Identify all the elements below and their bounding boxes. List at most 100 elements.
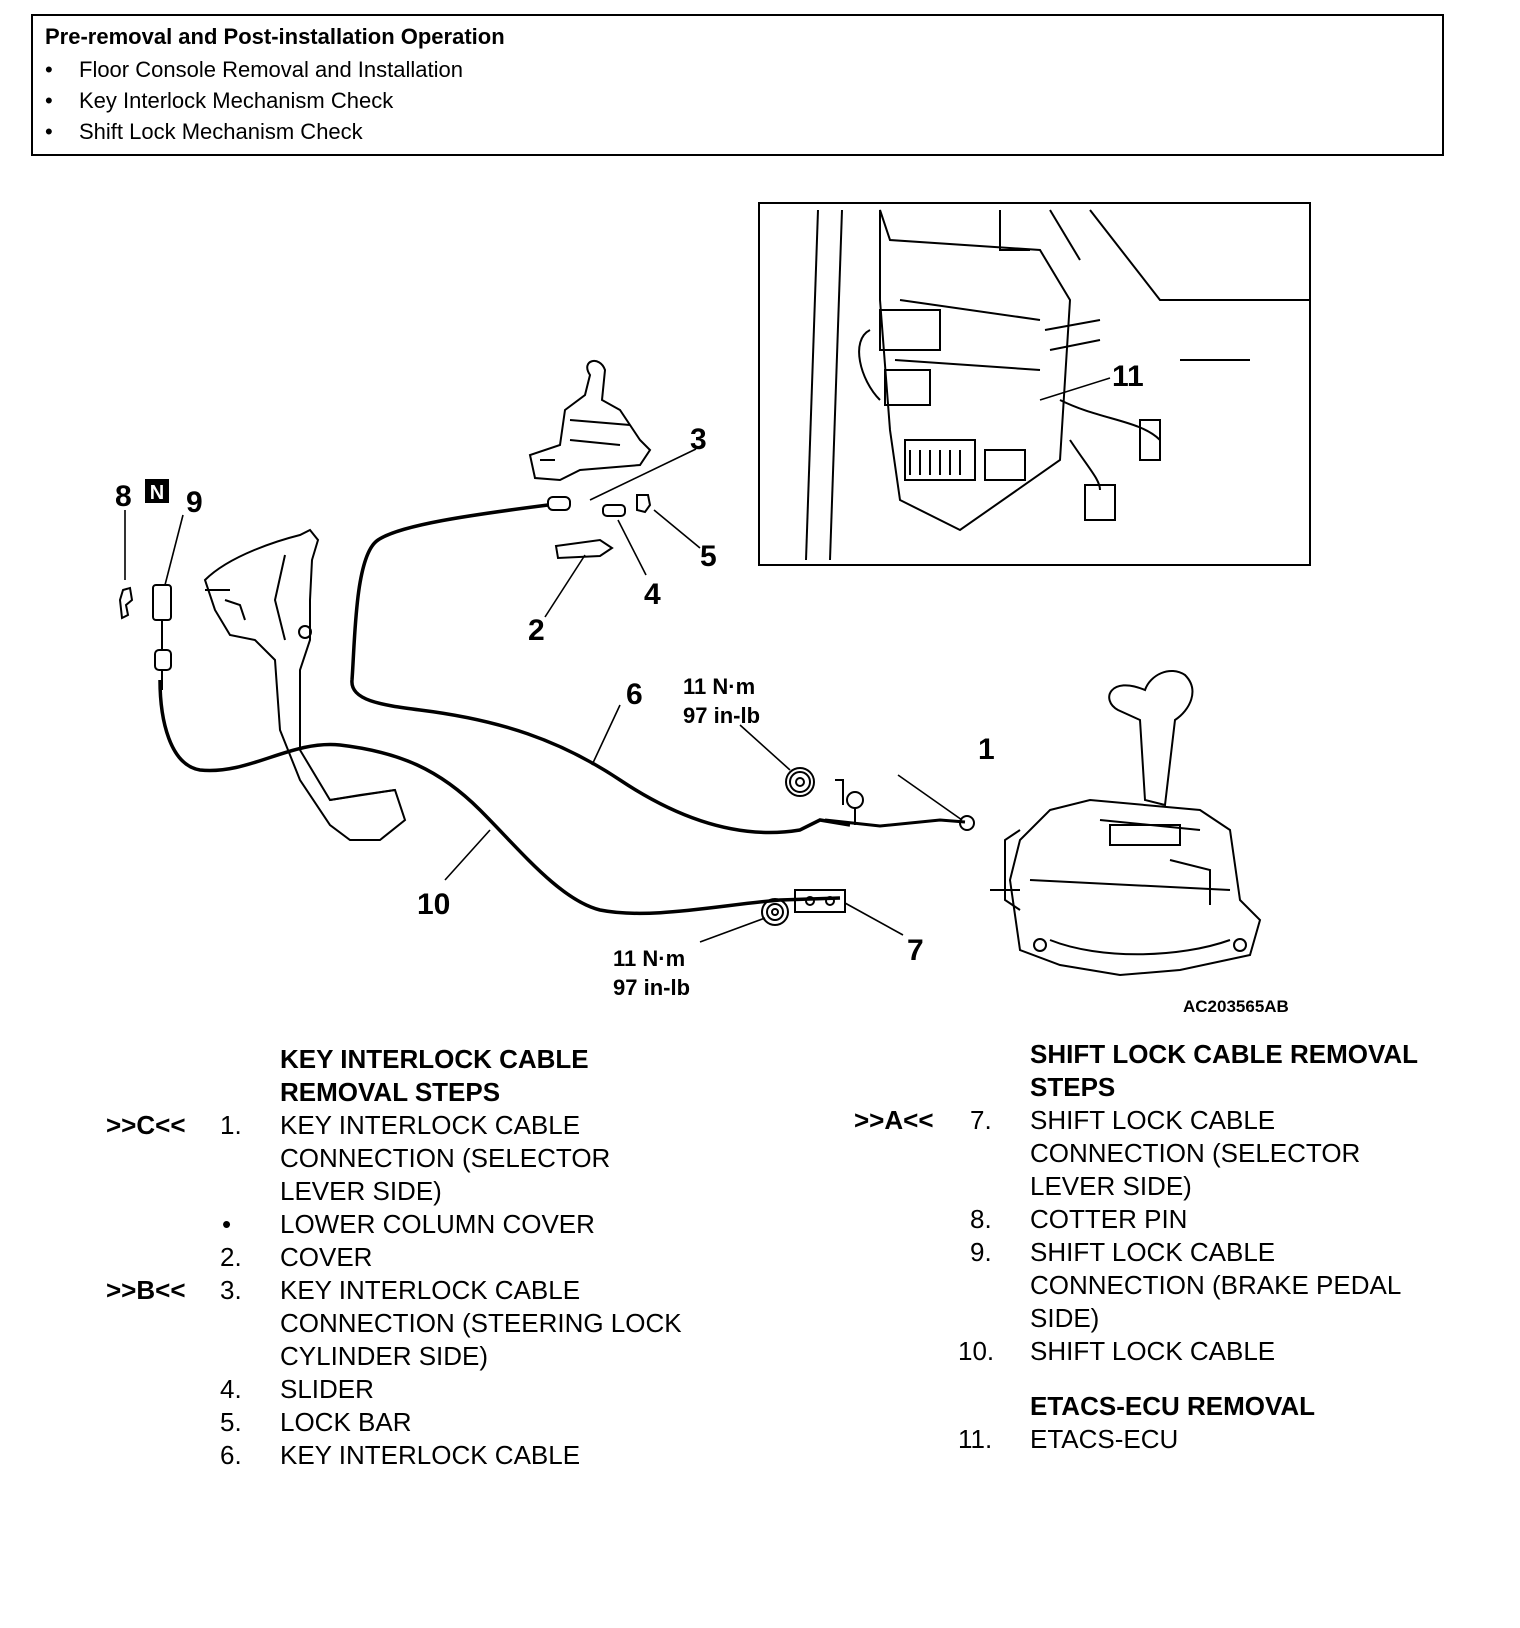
cover-part	[554, 538, 614, 560]
step-text: SHIFT LOCK CABLE	[1030, 1336, 1276, 1366]
n-badge-label: N	[150, 482, 164, 504]
step-number: 9.	[970, 1237, 992, 1267]
bullet-icon: •	[222, 1209, 232, 1239]
torque-upper-metric: 11 N·m	[683, 674, 755, 699]
step-row: 5.LOCK BAR	[100, 1406, 720, 1439]
selector-cable-connection	[789, 771, 975, 831]
brake-pedal-assembly	[203, 528, 407, 841]
step-number: 1.	[220, 1110, 242, 1140]
step-row: CONNECTION (SELECTOR	[100, 1142, 720, 1175]
step-row: 4. SLIDER	[100, 1373, 720, 1406]
step-text: COTTER PIN	[1030, 1204, 1188, 1234]
step-row: • LOWER COLUMN COVER	[100, 1208, 720, 1241]
operation-box-title: Pre-removal and Post-installation Operat…	[45, 24, 505, 49]
nut-upper	[785, 767, 815, 797]
callout-5: 5	[700, 540, 717, 573]
step-number: 3.	[220, 1275, 242, 1305]
step-row: CONNECTION (STEERING LOCK	[100, 1307, 720, 1340]
callout-2: 2	[528, 614, 545, 647]
key-interlock-steps: KEY INTERLOCK CABLE REMOVAL STEPS >>C<< 1…	[100, 1043, 720, 1472]
callout-6: 6	[626, 678, 643, 711]
cable-end-fitting	[547, 496, 571, 511]
steering-lock-cylinder	[528, 360, 652, 482]
etacs-inset-frame	[758, 202, 1311, 566]
bullet-icon: •	[45, 88, 53, 113]
step-row: SIDE)	[850, 1302, 1490, 1335]
step-row: 11. ETACS-ECU	[850, 1423, 1490, 1456]
operation-box: Pre-removal and Post-installation Operat…	[31, 14, 1444, 156]
key-interlock-heading: REMOVAL STEPS	[280, 1077, 501, 1107]
step-row: LEVER SIDE)	[100, 1175, 720, 1208]
step-row: CYLINDER SIDE)	[100, 1340, 720, 1373]
step-text: SLIDER	[280, 1374, 374, 1404]
callout-9: 9	[186, 486, 203, 519]
key-interlock-heading: KEY INTERLOCK CABLE	[280, 1044, 589, 1074]
step-number: 4.	[220, 1374, 242, 1404]
part-code: AC203565AB	[1183, 997, 1289, 1016]
step-number: 6.	[220, 1440, 242, 1470]
reference-mark: >>C<<	[106, 1110, 186, 1140]
step-number: 10.	[958, 1336, 995, 1366]
step-row: >>C<< 1. KEY INTERLOCK CABLE	[100, 1109, 720, 1142]
reference-mark: >>A<<	[854, 1105, 934, 1135]
step-number: 8.	[970, 1204, 992, 1234]
shift-lock-cable	[158, 679, 841, 916]
step-row: >>B<< 3. KEY INTERLOCK CABLE	[100, 1274, 720, 1307]
torque-lower-imperial: 97 in-lb	[613, 975, 690, 1000]
step-text: SHIFT LOCK CABLE	[1030, 1237, 1276, 1267]
lock-bar-part	[636, 494, 652, 514]
operation-list: •Floor Console Removal and Installation …	[45, 54, 463, 147]
cotter-pin	[118, 586, 134, 620]
callout-10: 10	[417, 888, 450, 921]
torque-upper-imperial: 97 in-lb	[683, 703, 760, 728]
etacs-heading: ETACS-ECU REMOVAL	[1030, 1391, 1316, 1421]
step-number: 11.	[958, 1424, 993, 1454]
slider-part	[602, 504, 626, 517]
step-text: LOWER COLUMN COVER	[280, 1209, 595, 1239]
operation-item: •Key Interlock Mechanism Check	[45, 85, 463, 116]
step-text: CONNECTION (STEERING LOCK	[280, 1308, 682, 1338]
shift-lock-selector-end	[766, 889, 846, 921]
operation-item: •Floor Console Removal and Installation	[45, 54, 463, 85]
etacs-ecu-illustration	[805, 209, 1310, 561]
shift-lock-heading: SHIFT LOCK CABLE REMOVAL	[1030, 1039, 1419, 1069]
brake-side-connector	[152, 584, 172, 690]
step-row: 2. COVER	[100, 1241, 720, 1274]
bullet-icon: •	[45, 57, 53, 82]
step-text: ETACS-ECU	[1030, 1424, 1179, 1454]
callout-11: 11	[1112, 360, 1144, 393]
step-row: 6. KEY INTERLOCK CABLE	[100, 1439, 720, 1472]
operation-item: •Shift Lock Mechanism Check	[45, 116, 463, 147]
key-interlock-cable	[350, 503, 851, 835]
callout-7: 7	[907, 934, 924, 967]
step-text: LEVER SIDE)	[1030, 1171, 1192, 1201]
reference-mark: >>B<<	[106, 1275, 186, 1305]
n-badge	[145, 479, 169, 503]
step-text: SIDE)	[1030, 1303, 1100, 1333]
shift-lock-steps: SHIFT LOCK CABLE REMOVAL STEPS >>A<< 7. SH…	[850, 1038, 1490, 1456]
step-row: >>A<<7.SHIFT LOCK CABLE	[850, 1104, 1490, 1137]
callout-8: 8	[115, 480, 132, 513]
shift-lock-heading: STEPS	[1030, 1072, 1116, 1102]
step-row: LEVER SIDE)	[850, 1170, 1490, 1203]
step-row: CONNECTION (BRAKE PEDAL	[850, 1269, 1490, 1302]
selector-lever-assembly	[990, 670, 1262, 977]
torque-lower-metric: 11 N·m	[613, 946, 685, 971]
callout-1: 1	[978, 733, 995, 766]
step-text: LEVER SIDE)	[280, 1176, 442, 1206]
leader-lines	[124, 448, 963, 943]
step-text: CONNECTION (SELECTOR	[1030, 1138, 1361, 1168]
step-number: 7.	[970, 1105, 992, 1135]
nut-lower	[761, 898, 789, 926]
step-text: CYLINDER SIDE)	[280, 1341, 489, 1371]
step-row: 10. SHIFT LOCK CABLE	[850, 1335, 1490, 1368]
step-row: CONNECTION (SELECTOR	[850, 1137, 1490, 1170]
bullet-icon: •	[45, 119, 53, 144]
step-text: COVER	[280, 1242, 373, 1272]
callout-4: 4	[644, 578, 661, 611]
step-text: KEY INTERLOCK CABLE	[280, 1440, 581, 1470]
step-text: KEY INTERLOCK CABLE	[280, 1110, 581, 1140]
step-number: 2.	[220, 1242, 242, 1272]
step-number: 5.	[220, 1407, 242, 1437]
step-text: KEY INTERLOCK CABLE	[280, 1275, 581, 1305]
